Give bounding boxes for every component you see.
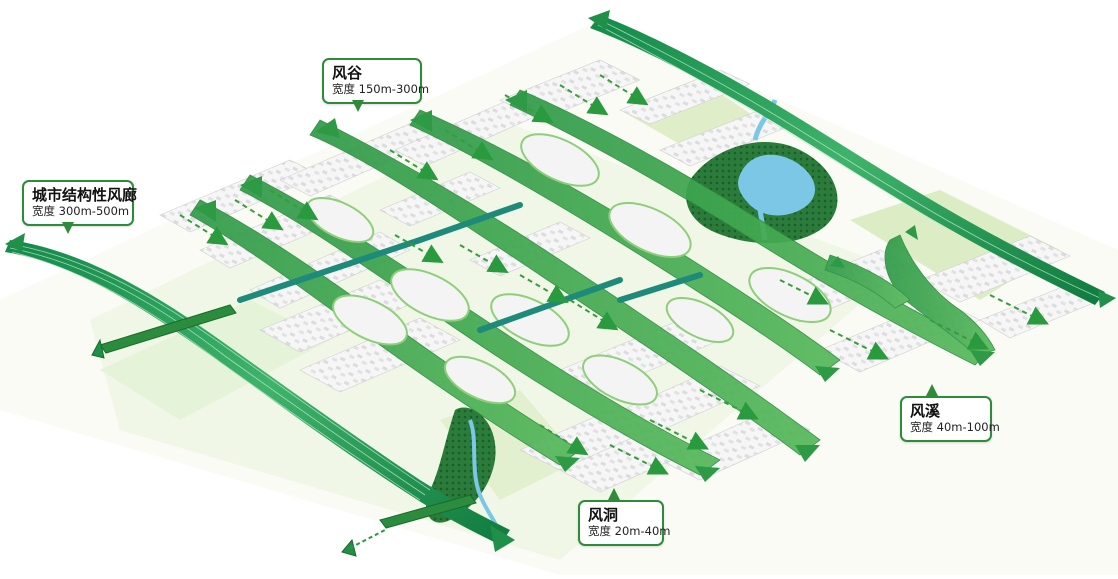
callout-wind-cave: 风洞 宽度 20m-40m (578, 500, 671, 546)
wind-cave-title: 风洞 (588, 506, 619, 524)
callout-tail (352, 100, 364, 112)
wind-valley-title: 风谷 (332, 64, 363, 82)
wind-valley-width: 宽度 150m-300m (332, 82, 430, 96)
urban-corridor-width: 宽度 300m-500m (32, 204, 130, 218)
callout-tail (62, 222, 74, 234)
callout-tail (926, 384, 938, 396)
urban-corridor-title: 城市结构性风廊 (32, 186, 138, 204)
corridor-tunnels (91, 304, 477, 557)
tunnel-dashed-links (349, 529, 386, 549)
wind-cave-links (237, 202, 703, 333)
wind-stream-width: 宽度 40m-100m (910, 420, 1000, 434)
valley-arrowheads (195, 90, 995, 482)
callout-urban-corridor: 城市结构性风廊 宽度 300m-500m (22, 180, 138, 226)
callout-wind-valley: 风谷 宽度 150m-300m (322, 58, 430, 104)
valley-islands (305, 133, 832, 406)
callout-tail (608, 488, 620, 500)
structural-corridor-west (5, 233, 515, 552)
structural-corridor-east (588, 10, 1116, 308)
callout-wind-stream: 风溪 宽度 40m-100m (900, 396, 1000, 442)
wind-stream-title: 风溪 (910, 402, 941, 420)
wind-cave-width: 宽度 20m-40m (588, 524, 671, 538)
wind-stream-arrows (179, 74, 1049, 475)
